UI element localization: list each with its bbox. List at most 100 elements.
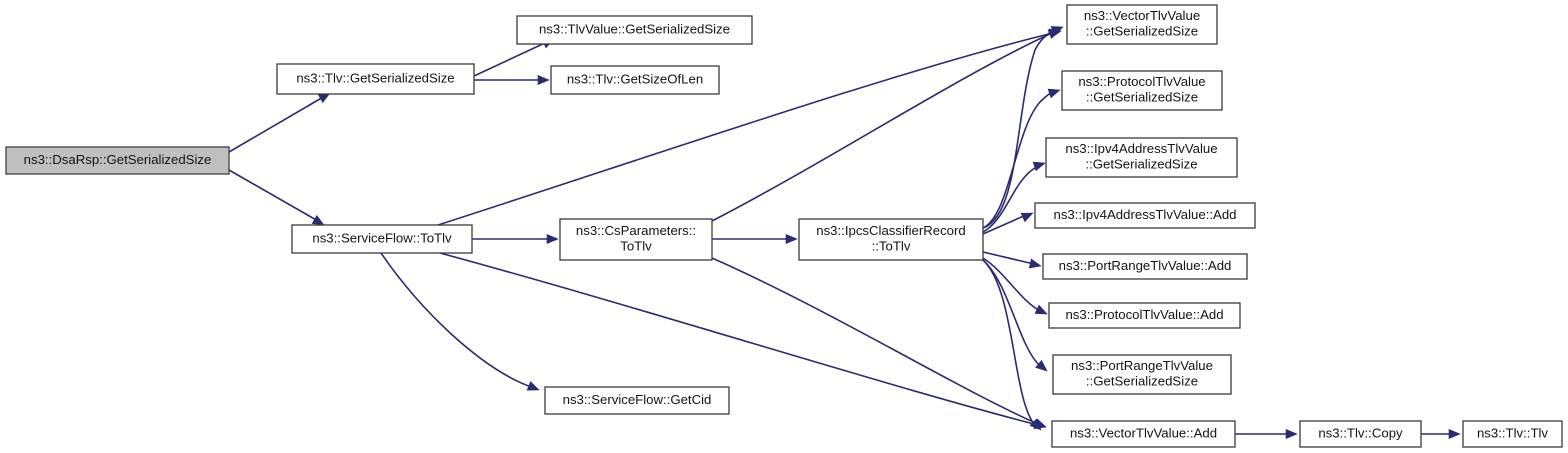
node-box[interactable] (1042, 253, 1248, 280)
call-edge-ipcs_totlv-to-ipv4_getserializedsize (982, 161, 1046, 233)
node-label: ns3::VectorTlvValue::Add (1070, 425, 1217, 440)
arrowhead-icon (1050, 26, 1064, 36)
graph-node-vector_getserializedsize[interactable]: ns3::VectorTlvValue::GetSerializedSize (1066, 4, 1218, 45)
node-label: ns3::CsParameters:: (576, 223, 696, 238)
graph-node-portrange_getserializedsize[interactable]: ns3::PortRangeTlvValue::GetSerializedSiz… (1052, 354, 1232, 395)
arrowhead-icon (1047, 88, 1061, 99)
node-box[interactable] (1066, 4, 1218, 45)
node-box[interactable] (1048, 302, 1241, 329)
node-box[interactable] (1051, 420, 1236, 448)
call-edge-tlv_copy-to-tlv_tlv (1421, 428, 1461, 440)
node-label: ::GetSerializedSize (1086, 90, 1198, 105)
call-edge-ipcs_totlv-to-protocol_getserializedsize (982, 88, 1061, 229)
node-box[interactable] (544, 386, 730, 415)
arrowhead-icon (1285, 428, 1298, 440)
node-label: ns3::VectorTlvValue (1084, 8, 1200, 23)
graph-node-serviceflow_totlv[interactable]: ns3::ServiceFlow::ToTlv (291, 224, 473, 254)
node-label: ::GetSerializedSize (1086, 374, 1198, 389)
arrowhead-icon (1448, 428, 1461, 440)
node-box[interactable] (516, 15, 753, 45)
node-label: ns3::Tlv::GetSizeOfLen (567, 71, 703, 86)
node-box[interactable] (1034, 202, 1256, 229)
call-edge-ipcs_totlv-to-portrange_getserializedsize (982, 259, 1048, 372)
edge-line (711, 257, 1039, 425)
graph-node-tlv_tlv[interactable]: ns3::Tlv::Tlv (1462, 420, 1563, 448)
graph-node-dsarsp[interactable]: ns3::DsaRsp::GetSerializedSize (5, 146, 230, 175)
edge-line (711, 32, 1053, 222)
node-label: ns3::ProtocolTlvValue (1078, 74, 1205, 89)
edge-line (982, 257, 1041, 312)
node-label: ns3::ServiceFlow::GetCid (563, 392, 712, 407)
call-edge-csparameters_totlv-to-ipcs_totlv (712, 233, 798, 245)
node-box[interactable] (291, 224, 473, 254)
node-label: ns3::PortRangeTlvValue (1071, 358, 1213, 373)
call-edge-serviceflow_totlv-to-serviceflow_getcid (380, 252, 540, 391)
arrowhead-icon (1032, 161, 1046, 172)
node-label: ::ToTlv (872, 239, 911, 254)
call-edge-ipcs_totlv-to-vector_getserializedsize (982, 26, 1064, 229)
graph-node-ipv4_getserializedsize[interactable]: ns3::Ipv4AddressTlvValue::GetSerializedS… (1045, 137, 1238, 178)
edge-line (439, 252, 1039, 426)
edge-line (380, 252, 532, 388)
arrowhead-icon (1028, 258, 1042, 269)
graph-node-ipcs_totlv[interactable]: ns3::IpcsClassifierRecord::ToTlv (798, 218, 984, 261)
node-box[interactable] (798, 218, 984, 261)
call-edge-serviceflow_totlv-to-csparameters_totlv (472, 233, 559, 245)
node-box[interactable] (559, 218, 713, 261)
node-box[interactable] (276, 63, 475, 95)
graph-node-portrange_add[interactable]: ns3::PortRangeTlvValue::Add (1042, 253, 1248, 280)
call-edge-tlv_getserializedsize-to-tlv_getsizeoflen (474, 74, 550, 86)
call-edge-csparameters_totlv-to-vector_getserializedsize (711, 29, 1061, 222)
graph-node-protocol_add[interactable]: ns3::ProtocolTlvValue::Add (1048, 302, 1241, 329)
node-box-current[interactable] (5, 146, 230, 175)
arrowhead-icon (1034, 304, 1048, 315)
arrowhead-icon (311, 214, 325, 226)
graph-node-tlv_getserializedsize[interactable]: ns3::Tlv::GetSerializedSize (276, 63, 475, 95)
node-label: ns3::Ipv4AddressTlvValue (1065, 141, 1217, 156)
node-box[interactable] (1299, 420, 1422, 448)
graph-node-tlv_copy[interactable]: ns3::Tlv::Copy (1299, 420, 1422, 448)
node-label: ns3::Ipv4AddressTlvValue::Add (1053, 207, 1236, 222)
arrowhead-icon (537, 74, 550, 86)
node-label: ns3::TlvValue::GetSerializedSize (539, 21, 730, 36)
edge-layer (228, 26, 1461, 440)
graph-node-serviceflow_getcid[interactable]: ns3::ServiceFlow::GetCid (544, 386, 730, 415)
graph-node-csparameters_totlv[interactable]: ns3::CsParameters::ToTlv (559, 218, 713, 261)
edge-line (228, 95, 326, 153)
node-box[interactable] (1462, 420, 1563, 448)
call-edge-serviceflow_totlv-to-vector_add (439, 252, 1047, 430)
node-label: ns3::DsaRsp::GetSerializedSize (24, 152, 212, 167)
edge-line (473, 41, 548, 77)
node-label: ns3::IpcsClassifierRecord (816, 223, 966, 238)
graph-node-tlvvalue_getserializedsize[interactable]: ns3::TlvValue::GetSerializedSize (516, 15, 753, 45)
edge-line (982, 251, 1035, 265)
node-label: ToTlv (620, 239, 652, 254)
call-edge-dsarsp-to-serviceflow_totlv (228, 169, 325, 226)
call-edge-dsarsp-to-tlv_getserializedsize (228, 92, 331, 153)
edge-line (982, 90, 1055, 229)
call-edge-ipcs_totlv-to-vector_add (982, 259, 1042, 431)
node-box[interactable] (1052, 354, 1232, 395)
edge-line (982, 214, 1027, 235)
edge-line (982, 259, 1041, 367)
call-edge-serviceflow_totlv-to-vector_getserializedsize (437, 28, 1062, 226)
arrowhead-icon (1029, 418, 1042, 431)
node-label: ::GetSerializedSize (1086, 24, 1198, 39)
node-box[interactable] (550, 65, 720, 95)
call-edge-ipcs_totlv-to-ipv4_add (982, 212, 1034, 235)
node-label: ns3::ProtocolTlvValue::Add (1065, 307, 1223, 322)
node-box[interactable] (1045, 137, 1238, 178)
node-layer: ns3::DsaRsp::GetSerializedSizens3::Tlv::… (5, 4, 1563, 448)
call-edge-ipcs_totlv-to-protocol_add (982, 257, 1048, 315)
graph-node-protocol_getserializedsize[interactable]: ns3::ProtocolTlvValue::GetSerializedSize (1061, 70, 1223, 111)
node-label: ns3::Tlv::GetSerializedSize (296, 70, 454, 85)
graph-node-ipv4_add[interactable]: ns3::Ipv4AddressTlvValue::Add (1034, 202, 1256, 229)
graph-node-vector_add[interactable]: ns3::VectorTlvValue::Add (1051, 420, 1236, 448)
arrowhead-icon (785, 233, 798, 245)
edge-line (228, 169, 319, 222)
arrowhead-icon (526, 381, 540, 391)
graph-node-tlv_getsizeoflen[interactable]: ns3::Tlv::GetSizeOfLen (550, 65, 720, 95)
node-box[interactable] (1061, 70, 1223, 111)
